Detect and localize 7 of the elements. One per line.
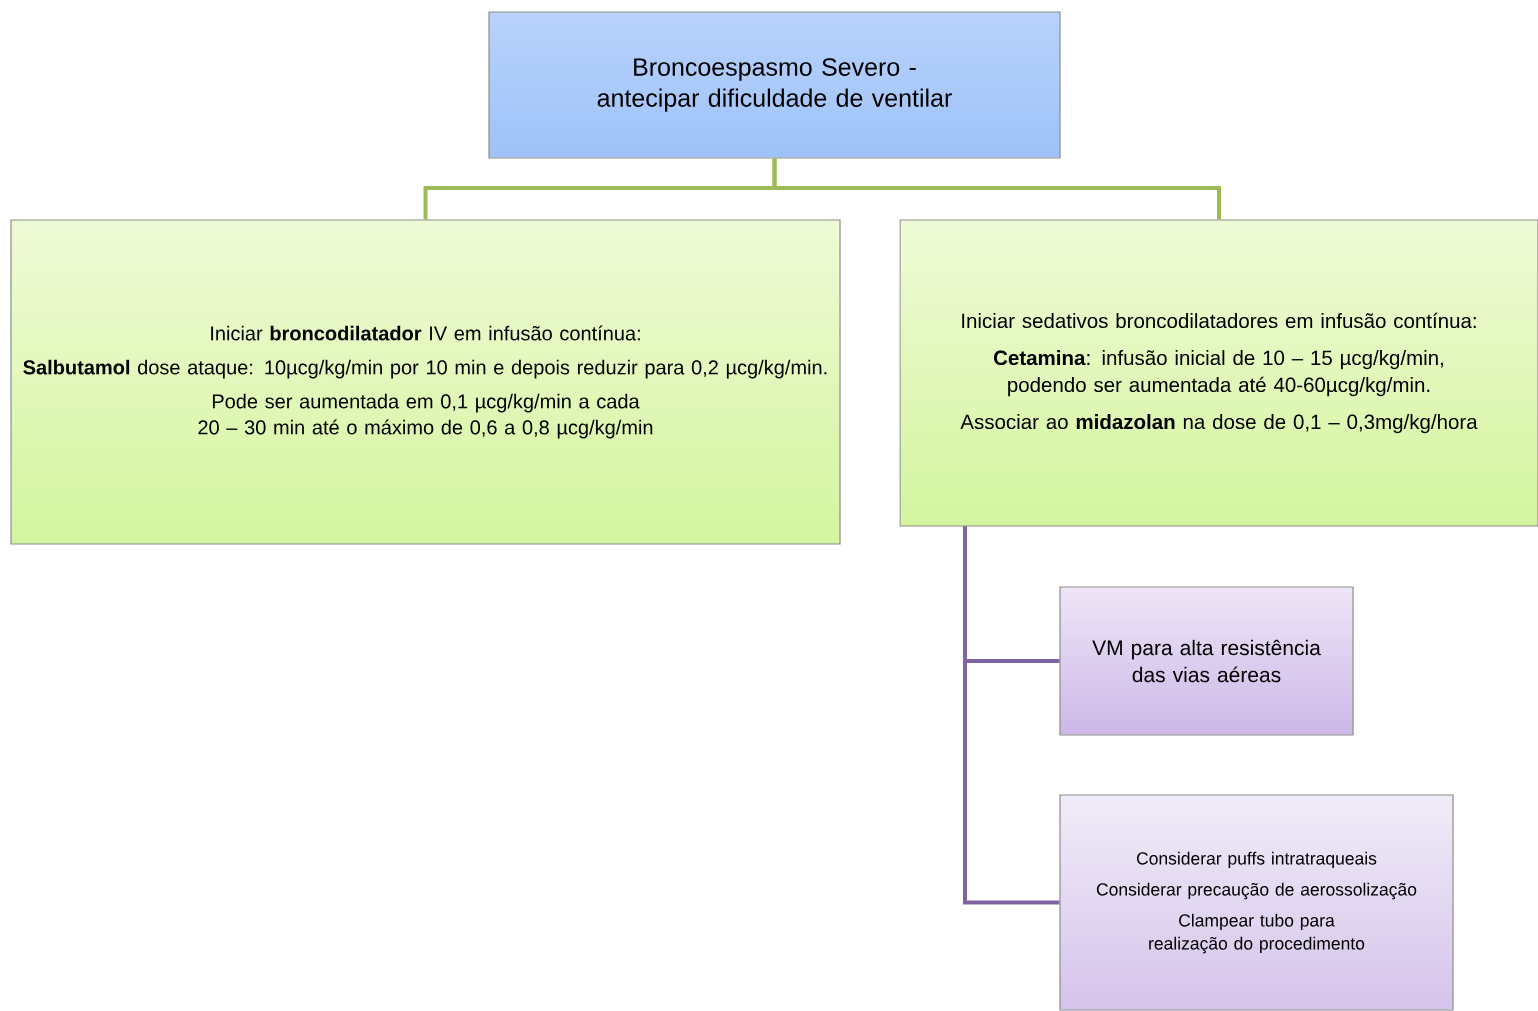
process-box: Considerar puffs intratraqueais Considerar precaução de aerossolização Clampear tubo para realização do procedimento <box>1059 794 1454 1011</box>
title-box: Broncoespasmo Severo - antecipar dificuldade de ventilar <box>488 11 1061 159</box>
process-box: Iniciar sedativos broncodilatadores em infusão contínua: Cetamina: infusão inicial de 10 – 15 µcg/kg/min, podendo ser aumentada até 40-60µcg/kg/min. Associar ao midazolan na dose de 0,1 – 0,3mg/kg/hora <box>899 219 1538 527</box>
connector <box>963 526 1060 905</box>
process-box: VM para alta resistência das vias aéreas <box>1059 586 1354 736</box>
process-box: Iniciar broncodilatador IV em infusão contínua: Salbutamol dose ataque: 10µcg/kg/min por 10 min e depois reduzir para 0,2 µcg/kg/min. Pode ser aumentada em 0,1 µcg/kg/min a cada 20 – 30 min até o máximo de 0,6 a 0,8 µcg/kg/min <box>10 219 841 545</box>
connector <box>772 158 1221 220</box>
